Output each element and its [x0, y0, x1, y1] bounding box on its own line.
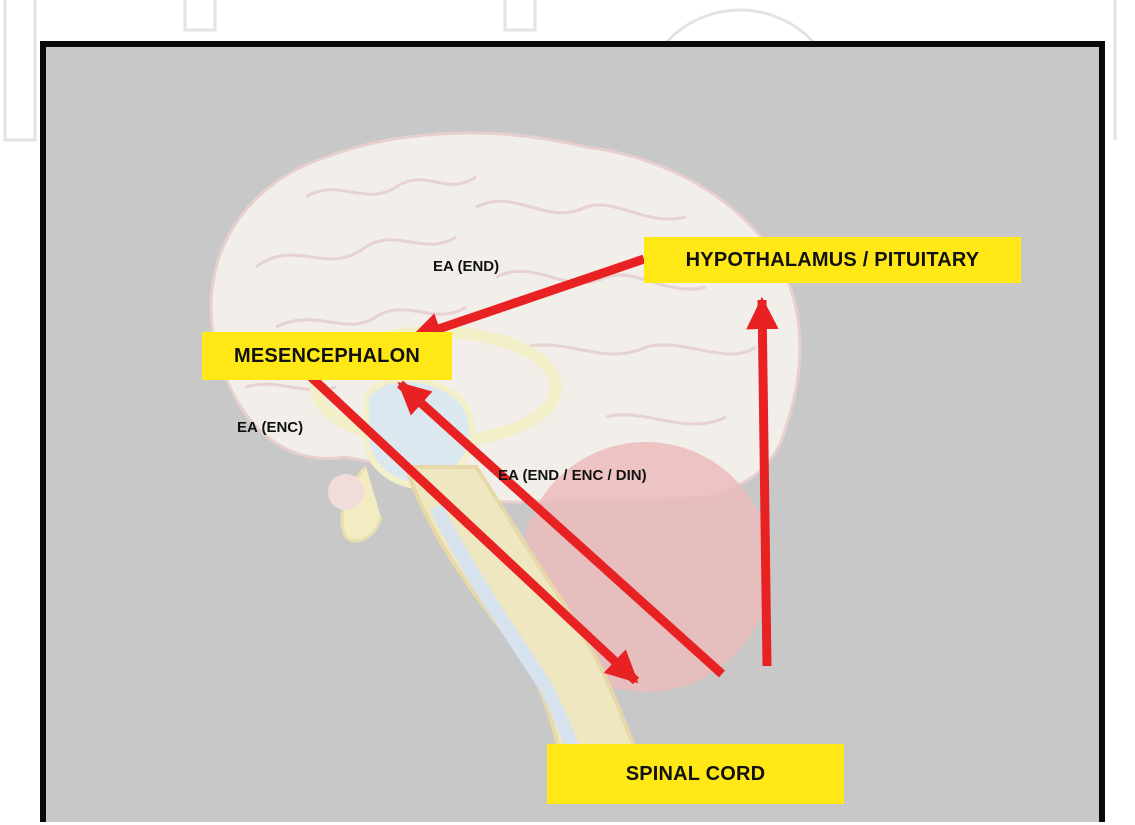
- edge-label-mesencephalon-to-spinal-cord: EA (ENC): [237, 419, 303, 436]
- node-spinal-cord-label: SPINAL CORD: [626, 763, 766, 786]
- edge-label-hypothalamus-to-mesencephalon: EA (END): [433, 258, 499, 275]
- diagram-canvas: [46, 47, 1099, 822]
- node-hypothalamus-label: HYPOTHALAMUS / PITUITARY: [686, 249, 980, 272]
- brain-illustration: [211, 133, 800, 787]
- cerebrum-shape: [211, 133, 800, 502]
- node-spinal-cord: SPINAL CORD: [547, 744, 844, 804]
- node-mesencephalon-label: MESENCEPHALON: [234, 345, 420, 368]
- node-hypothalamus-pituitary: HYPOTHALAMUS / PITUITARY: [644, 237, 1021, 283]
- node-mesencephalon: MESENCEPHALON: [202, 332, 452, 380]
- diagram-frame: HYPOTHALAMUS / PITUITARY MESENCEPHALON S…: [40, 41, 1105, 822]
- edge-label-spinal-cord-to-mesencephalon: EA (END / ENC / DIN): [498, 467, 647, 484]
- arrow-spinal-cord-to-hypothalamus: [762, 300, 767, 666]
- pons-shape: [328, 474, 364, 510]
